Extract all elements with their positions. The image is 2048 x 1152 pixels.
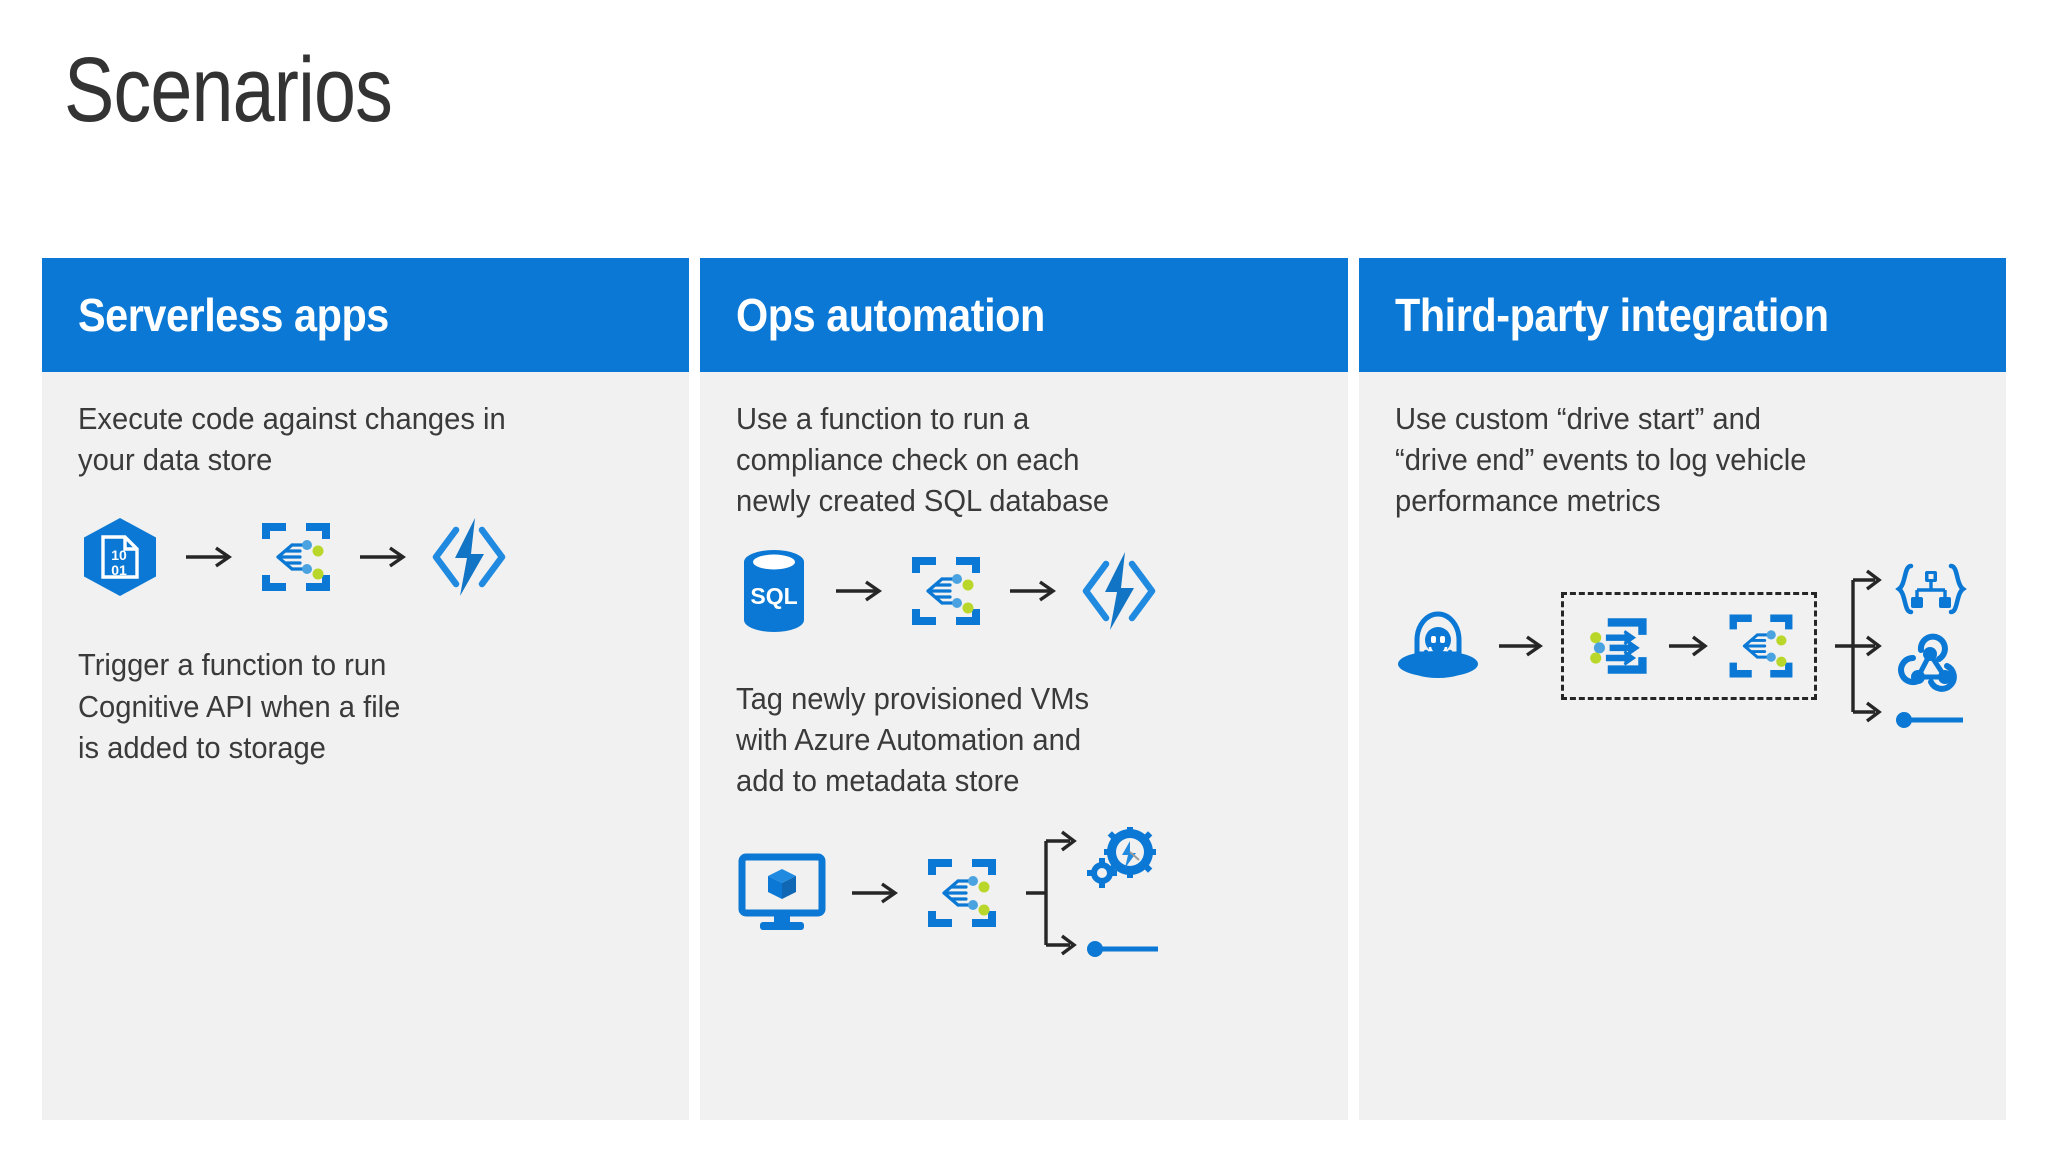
arrow-right-icon <box>852 882 899 904</box>
scenario-description: Use a function to run a compliance check… <box>736 401 1110 519</box>
endpoint-azure-automation <box>1086 827 1162 889</box>
column-header-label: Third-party integration <box>1394 289 1829 341</box>
event-grid-icon <box>928 859 997 928</box>
endpoint-dot-line-icon <box>1895 711 1963 728</box>
flow-diagram-custom-events <box>1395 562 1970 730</box>
scenario-column-third-party-integration: Third-party integration Use custom “driv… <box>1358 258 2006 1120</box>
arrow-right-icon <box>186 547 232 568</box>
column-body-third-party-integration: Use custom “drive start” and “drive end”… <box>1359 372 2006 1120</box>
logic-apps-braces-icon <box>1894 563 1967 614</box>
column-header-third-party-integration: Third-party integration <box>1358 258 2006 372</box>
event-grid-icon <box>912 556 981 625</box>
azure-functions-icon <box>1083 551 1156 630</box>
scenario-description: Trigger a function to run Cognitive API … <box>78 647 401 765</box>
endpoint-webhook <box>1895 632 1967 694</box>
column-header-serverless-apps: Serverless apps <box>42 258 690 372</box>
svg-text:SQL: SQL <box>751 583 798 609</box>
scenario-columns: Serverless apps Execute code against cha… <box>42 258 2006 1120</box>
webhook-icon <box>1897 633 1957 692</box>
arrow-right-icon <box>1668 635 1708 657</box>
column-header-ops-automation: Ops automation <box>700 258 1348 372</box>
branch-connector-icon <box>1834 569 1882 723</box>
azure-functions-icon <box>432 518 506 597</box>
branch-endpoints <box>1894 562 1967 730</box>
scenario-description: Use custom “drive start” and “drive end”… <box>1394 401 1807 519</box>
flow-diagram-vm-to-automation <box>736 827 1311 959</box>
flow-diagram-sql-to-function: SQL <box>736 548 1311 634</box>
custom-topic-region <box>1560 591 1817 700</box>
scenario-description: Tag newly provisioned VMs with Azure Aut… <box>736 680 1090 799</box>
column-body-serverless-apps: Execute code against changes in your dat… <box>42 372 689 1120</box>
arrow-right-icon <box>360 547 406 568</box>
event-grid-icon <box>262 523 330 592</box>
endpoint-dot-line <box>1086 939 1162 959</box>
svg-text:01: 01 <box>111 562 127 578</box>
scenario-description: Execute code against changes in your dat… <box>78 401 506 478</box>
flow-diagram-storage-to-function: 10 01 <box>78 514 653 600</box>
column-body-ops-automation: Use a function to run a compliance check… <box>700 372 1347 1120</box>
column-header-label: Serverless apps <box>78 289 389 341</box>
binary-file-hexagon-icon: 10 01 <box>84 518 156 597</box>
event-grid-icon <box>1729 614 1793 678</box>
custom-topic-icon <box>1589 617 1647 674</box>
svg-text:10: 10 <box>111 547 127 563</box>
endpoint-dot-line-icon <box>1087 941 1159 958</box>
page-title: Scenarios <box>64 39 393 141</box>
branch-connector-icon <box>1026 830 1078 956</box>
scenario-column-ops-automation: Ops automation Use a function to run a c… <box>700 258 1348 1120</box>
arrow-right-icon <box>836 580 883 602</box>
azure-automation-icon <box>1087 827 1157 889</box>
virtual-machine-icon <box>738 853 826 931</box>
branch-connector-group <box>1024 827 1162 959</box>
branch-connector-group <box>1833 562 1967 730</box>
ufo-icon <box>1397 611 1478 678</box>
sql-database-icon: SQL <box>744 549 805 632</box>
endpoint-logic-apps <box>1894 562 1967 616</box>
branch-endpoints <box>1086 827 1162 959</box>
endpoint-dot-line <box>1895 710 1967 730</box>
scenario-column-serverless-apps: Serverless apps Execute code against cha… <box>42 258 690 1120</box>
column-header-label: Ops automation <box>736 289 1046 341</box>
arrow-right-icon <box>1498 635 1543 657</box>
arrow-right-icon <box>1010 580 1057 602</box>
